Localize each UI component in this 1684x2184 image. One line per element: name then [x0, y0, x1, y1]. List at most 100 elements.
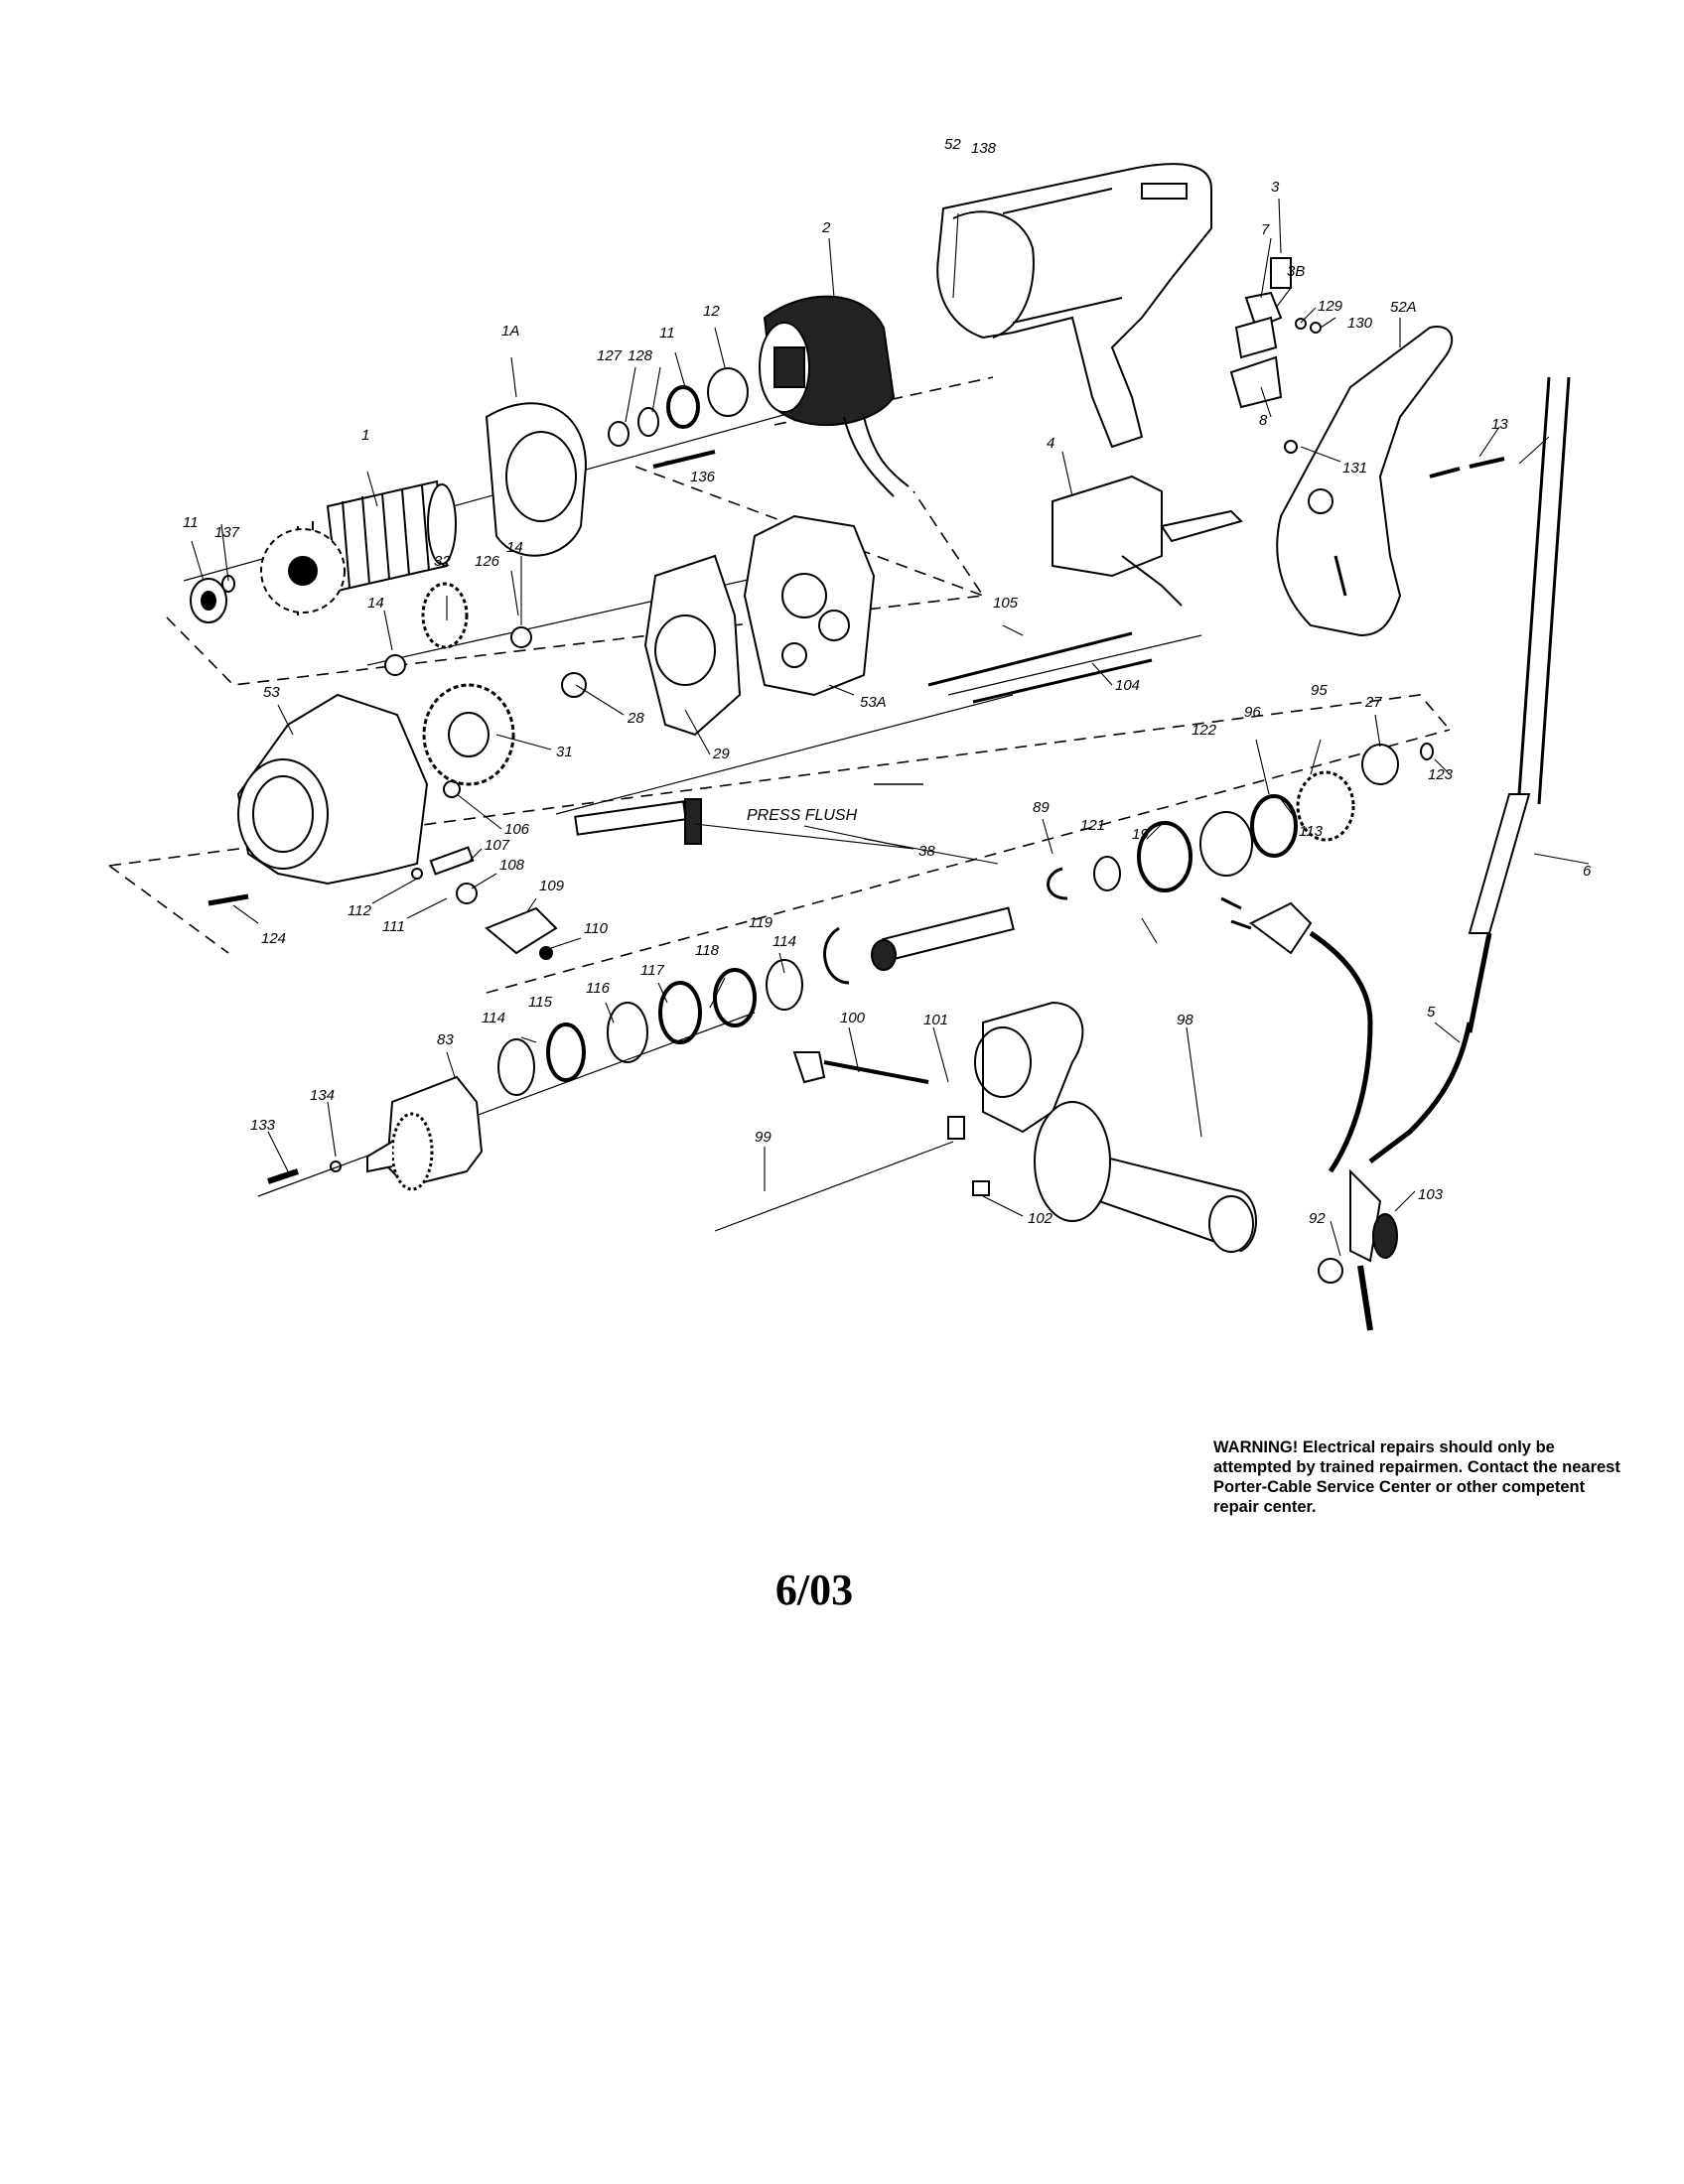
armature-part [190, 479, 457, 623]
label-109: 109 [539, 878, 565, 894]
label-32: 32 [434, 553, 451, 570]
label-28: 28 [627, 710, 644, 727]
label-106: 106 [504, 821, 530, 838]
depth-rod-part [792, 1051, 929, 1084]
label-112: 112 [348, 902, 372, 919]
label-131: 131 [1342, 460, 1367, 477]
gear-parts [384, 582, 587, 786]
exploded-parts-diagram: 1 1A 2 3 3B 4 5 6 7 8 11 11 12 13 14 14 … [108, 136, 1592, 1331]
chuck-part [267, 1075, 484, 1191]
label-83: 83 [437, 1031, 454, 1048]
date-code: 6/03 [774, 1566, 854, 1614]
label-129: 129 [1318, 298, 1343, 315]
label-19: 19 [1132, 826, 1149, 843]
shift-parts [208, 780, 558, 960]
label-14-upper: 14 [506, 539, 523, 556]
label-3: 3 [1271, 179, 1280, 196]
press-flush-note: PRESS FLUSH [747, 807, 858, 824]
spindle-rings-lower [497, 926, 850, 1096]
label-3b: 3B [1287, 263, 1305, 280]
label-113: 113 [1299, 823, 1324, 840]
label-14-lower: 14 [367, 595, 384, 612]
label-31: 31 [556, 744, 573, 760]
brush-parts [1229, 257, 1322, 454]
label-121: 121 [1080, 817, 1105, 834]
gear-housing-part [236, 693, 429, 886]
cord-clamp-part [1318, 1168, 1398, 1331]
label-52a: 52A [1390, 299, 1417, 316]
label-118: 118 [695, 942, 720, 959]
switch-part [1052, 475, 1243, 607]
label-53: 53 [263, 684, 280, 701]
label-53a: 53A [860, 694, 887, 711]
label-136: 136 [690, 469, 716, 485]
label-6: 6 [1583, 863, 1592, 880]
label-2: 2 [821, 219, 831, 236]
plate-part [643, 554, 742, 737]
label-111: 111 [382, 918, 405, 935]
label-114-upper: 114 [772, 933, 796, 950]
label-105: 105 [993, 595, 1019, 612]
warning-note: WARNING! Electrical repairs should only … [1213, 1438, 1620, 1516]
label-101: 101 [923, 1012, 948, 1028]
spindle-part [574, 798, 702, 845]
label-52: 52 [944, 136, 961, 153]
rods-part [927, 631, 1153, 704]
label-108: 108 [499, 857, 525, 874]
label-12: 12 [703, 303, 720, 320]
label-123: 123 [1428, 766, 1454, 783]
bearing-washers [221, 367, 749, 593]
label-1: 1 [361, 427, 369, 444]
leader-lines [191, 198, 1590, 1257]
label-126: 126 [475, 553, 500, 570]
label-102: 102 [1028, 1210, 1053, 1227]
power-cord-part [1220, 896, 1473, 1173]
label-128: 128 [628, 347, 653, 364]
label-1a: 1A [501, 323, 519, 340]
housing-part [936, 163, 1212, 449]
label-138: 138 [971, 140, 997, 157]
part-labels: 1 1A 2 3 3B 4 5 6 7 8 11 11 12 13 14 14 … [183, 136, 1592, 1227]
label-130: 130 [1347, 315, 1373, 332]
label-115: 115 [528, 994, 553, 1011]
spindle-rings-upper [1047, 743, 1434, 900]
baffle-part [485, 402, 588, 557]
label-100: 100 [840, 1010, 866, 1026]
label-92: 92 [1309, 1210, 1326, 1227]
label-98: 98 [1177, 1012, 1193, 1028]
label-119: 119 [749, 914, 773, 931]
stator-part [759, 295, 910, 497]
label-107: 107 [485, 837, 510, 854]
label-96: 96 [1244, 704, 1261, 721]
label-95: 95 [1311, 682, 1328, 699]
gear-case-part [743, 514, 876, 697]
handle-part [1276, 326, 1454, 637]
cord-sleeve-part [1467, 376, 1571, 1033]
label-11-left: 11 [183, 514, 199, 531]
label-4: 4 [1047, 435, 1054, 452]
side-handle-part [947, 1001, 1257, 1253]
label-27: 27 [1364, 694, 1382, 711]
label-99: 99 [755, 1129, 772, 1146]
label-116: 116 [586, 980, 611, 997]
label-114-lower: 114 [482, 1010, 505, 1026]
label-89: 89 [1033, 799, 1050, 816]
label-38: 38 [918, 843, 935, 860]
label-7: 7 [1261, 221, 1270, 238]
lower-spindle-part [871, 906, 1015, 971]
label-137: 137 [214, 524, 240, 541]
label-124: 124 [261, 930, 286, 947]
label-133: 133 [250, 1117, 276, 1134]
label-117: 117 [640, 962, 665, 979]
label-122: 122 [1192, 722, 1217, 739]
label-134: 134 [310, 1087, 335, 1104]
label-104: 104 [1115, 677, 1140, 694]
label-5: 5 [1427, 1004, 1436, 1021]
label-13: 13 [1491, 416, 1508, 433]
label-127: 127 [597, 347, 623, 364]
label-11-right: 11 [659, 325, 675, 341]
label-103: 103 [1418, 1186, 1444, 1203]
label-8: 8 [1259, 412, 1268, 429]
label-29: 29 [712, 746, 730, 762]
label-110: 110 [584, 920, 609, 937]
